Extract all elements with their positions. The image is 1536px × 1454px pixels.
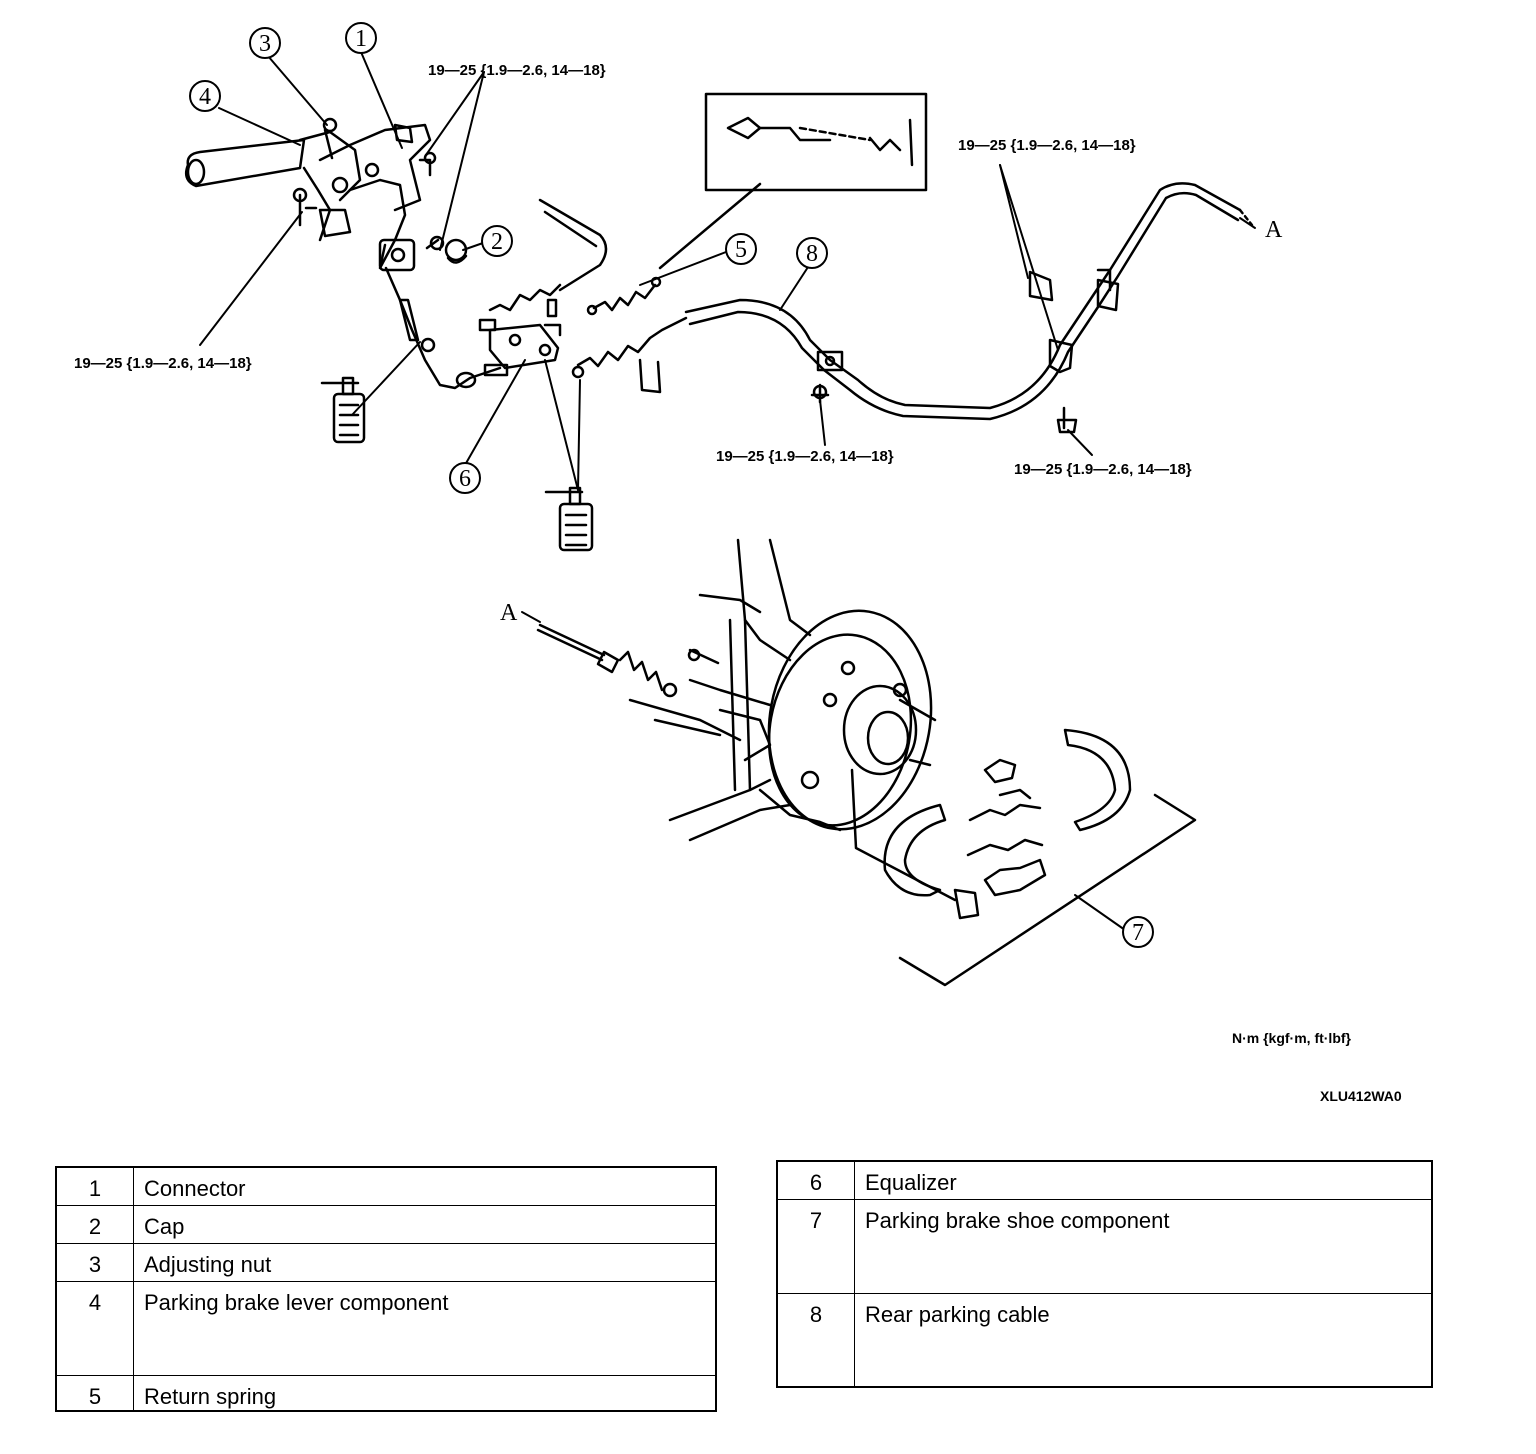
legend-row: 8 Rear parking cable	[776, 1292, 1433, 1388]
shoe-component-bracket	[898, 793, 1197, 987]
legend-name: Return spring	[133, 1374, 717, 1412]
callout-circle-4	[189, 80, 221, 112]
legend-name: Parking brake shoe component	[854, 1198, 1433, 1294]
legend-num: 4	[55, 1280, 134, 1376]
wheel-end-cable-illustration	[536, 623, 772, 707]
legend-num: 2	[55, 1204, 134, 1244]
legend-row: 2 Cap	[55, 1204, 717, 1244]
callout-7: 7	[1132, 920, 1144, 946]
legend-row: 1 Connector	[55, 1166, 717, 1206]
legend-num: 1	[55, 1166, 134, 1206]
figure-code: XLU412WA0	[1320, 1088, 1402, 1104]
callout-4: 4	[199, 84, 211, 110]
callout-circle-8	[796, 237, 828, 269]
legend-row: 3 Adjusting nut	[55, 1242, 717, 1282]
callout-2: 2	[491, 229, 503, 255]
legend-num: 5	[55, 1374, 134, 1412]
connection-mark-a-top: A	[1265, 217, 1283, 243]
legend-table-left: 1 Connector 2 Cap 3 Adjusting nut 4 Park…	[55, 1166, 717, 1412]
unit-note: N·m {kgf·m, ft·lbf}	[1232, 1030, 1351, 1046]
callout-circle-6	[449, 462, 481, 494]
legend-row: 5 Return spring	[55, 1374, 717, 1412]
legend-num: 6	[776, 1160, 855, 1200]
callout-circle-3	[249, 27, 281, 59]
legend-name: Connector	[133, 1166, 717, 1206]
legend-num: 8	[776, 1292, 855, 1388]
parking-brake-exploded-diagram: 1 2 3 4 5 6 7 8 19—25 {1.9—2.6, 14—18} 1…	[74, 22, 1283, 987]
legend-row: 6 Equalizer	[776, 1160, 1433, 1200]
legend-name: Adjusting nut	[133, 1242, 717, 1282]
legend-num: 7	[776, 1198, 855, 1294]
leader-lines	[199, 51, 1256, 931]
front-cable-illustration	[384, 266, 509, 390]
callout-circle-2	[481, 225, 513, 257]
torque-label-lever-top: 19—25 {1.9—2.6, 14—18}	[428, 62, 606, 79]
legend-name: Equalizer	[854, 1160, 1433, 1200]
torque-label-cable-middle: 19—25 {1.9—2.6, 14—18}	[716, 448, 894, 465]
callout-circle-1	[345, 22, 377, 54]
grease-can-lower	[544, 486, 594, 552]
callout-8: 8	[806, 241, 818, 267]
connection-mark-a-bottom: A	[500, 600, 518, 626]
legend-name: Parking brake lever component	[133, 1280, 717, 1376]
callout-1: 1	[355, 26, 367, 52]
legend-table-right: 6 Equalizer 7 Parking brake shoe compone…	[776, 1160, 1433, 1388]
legend-name: Rear parking cable	[854, 1292, 1433, 1388]
rear-hub-disc-illustration	[628, 538, 957, 902]
legend-row: 7 Parking brake shoe component	[776, 1198, 1433, 1294]
inset-detail	[658, 92, 928, 270]
grease-can-upper	[320, 376, 366, 444]
legend-name: Cap	[133, 1204, 717, 1244]
torque-label-cable-right-bottom: 19—25 {1.9—2.6, 14—18}	[1014, 461, 1192, 478]
equalizer-illustration	[478, 318, 560, 370]
return-spring-illustration	[586, 276, 662, 316]
callout-3: 3	[259, 31, 271, 57]
legend-num: 3	[55, 1242, 134, 1282]
brake-shoe-illustration	[883, 728, 1132, 920]
callout-circle-5	[725, 233, 757, 265]
torque-label-lever-left: 19—25 {1.9—2.6, 14—18}	[74, 355, 252, 372]
callout-5: 5	[735, 237, 747, 263]
torque-label-cable-right-top: 19—25 {1.9—2.6, 14—18}	[958, 137, 1136, 154]
callout-6: 6	[459, 466, 471, 492]
legend-row: 4 Parking brake lever component	[55, 1280, 717, 1376]
left-rear-cable-illustration	[488, 198, 608, 337]
callout-circle-7	[1122, 916, 1154, 948]
parking-brake-lever-illustration	[185, 117, 468, 272]
right-rear-cable-illustration	[571, 182, 1254, 421]
